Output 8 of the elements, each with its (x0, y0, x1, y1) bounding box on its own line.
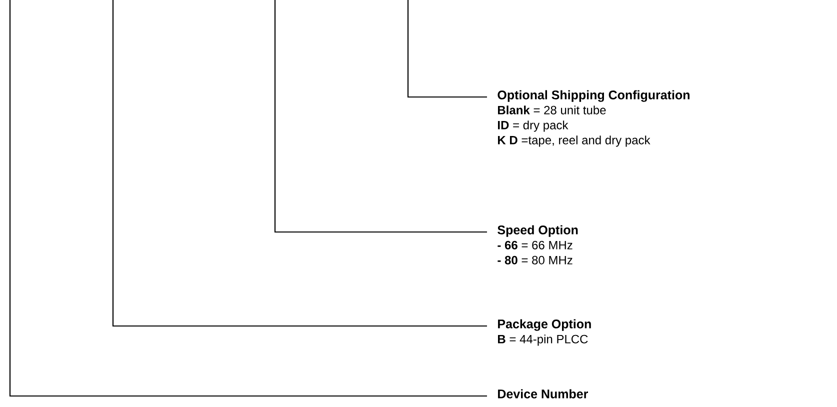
option-text: Optional Shipping Configuration Blank = 28 unit tube ID = dry pack K D =tape, reel and dry pack (498, 90, 690, 147)
option-text: Device Number (498, 389, 588, 398)
option-text: Package Option B = 44-pin PLCC (498, 319, 591, 346)
leader-line (274, 0, 487, 233)
option-text: Speed Option - 66 = 66 MHz - 80 = 80 MHz (498, 225, 578, 264)
leader-line (112, 0, 487, 327)
leader-line (9, 0, 487, 397)
leader-line (407, 0, 487, 98)
